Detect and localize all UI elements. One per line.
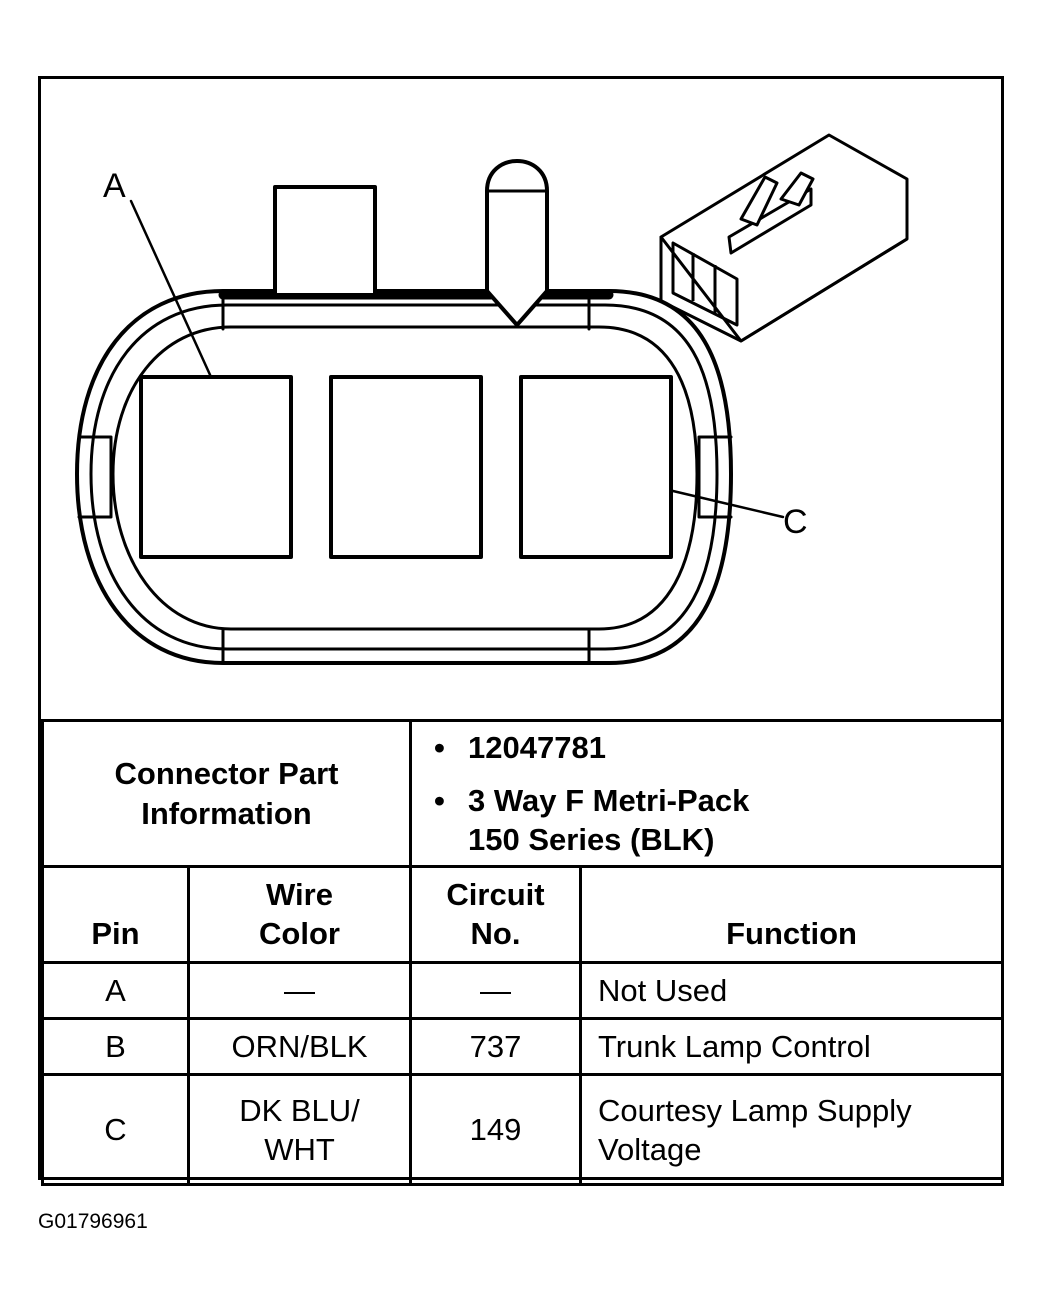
table-row: C DK BLU/ WHT 149 Courtesy Lamp Supply V… bbox=[41, 1073, 1005, 1186]
connector-cavity-wall bbox=[111, 325, 699, 631]
cell-wire-color: DK BLU/ WHT bbox=[186, 1073, 413, 1186]
cell-pin: C bbox=[41, 1073, 190, 1186]
header-function: Function bbox=[579, 865, 1005, 964]
table-row: B ORN/BLK 737 Trunk Lamp Control bbox=[41, 1017, 1005, 1076]
header-circuit-no: Circuit No. bbox=[409, 865, 583, 964]
callout-a-label: A bbox=[103, 167, 126, 205]
part-description-item: • 3 Way F Metri-Pack bbox=[434, 781, 991, 820]
cavity-c bbox=[519, 375, 673, 559]
cell-wire-color-line2: WHT bbox=[264, 1131, 335, 1167]
top-key-tab bbox=[273, 185, 377, 297]
table-header-row: Pin Wire Color Circuit No. Function bbox=[41, 865, 1005, 964]
connector-part-label-line2: Information bbox=[141, 795, 312, 831]
leader-a bbox=[129, 199, 213, 379]
cell-wire-color: ORN/BLK bbox=[186, 1017, 413, 1076]
connector-outer-shell bbox=[75, 289, 733, 665]
cell-function: Not Used bbox=[579, 961, 1005, 1020]
top-latch bbox=[485, 159, 549, 327]
connector-part-label: Connector Part Information bbox=[40, 719, 413, 868]
right-side-tab bbox=[697, 435, 733, 519]
cell-circuit: 737 bbox=[409, 1017, 583, 1076]
bullet-icon: • bbox=[434, 783, 445, 818]
cell-circuit: 149 bbox=[409, 1073, 583, 1186]
header-wire-color: Wire Color bbox=[186, 865, 413, 964]
leader-c bbox=[671, 489, 785, 519]
callout-c-label: C bbox=[783, 503, 808, 541]
figure-id: G01796961 bbox=[38, 1210, 148, 1233]
cell-function: Courtesy Lamp Supply Voltage bbox=[579, 1073, 1005, 1186]
connector-inner-shell bbox=[89, 303, 719, 651]
connector-3d-icon bbox=[659, 133, 909, 343]
part-number: 12047781 bbox=[468, 730, 606, 765]
part-number-item: • 12047781 bbox=[434, 728, 991, 767]
table-row: A — — Not Used bbox=[41, 961, 1005, 1020]
cell-circuit: — bbox=[409, 961, 583, 1020]
cell-pin: A bbox=[41, 961, 190, 1020]
cell-wire-color: — bbox=[186, 961, 413, 1020]
cavity-a bbox=[139, 375, 293, 559]
cell-function: Trunk Lamp Control bbox=[579, 1017, 1005, 1076]
connector-diagram: A C bbox=[41, 79, 1001, 719]
part-description-line1: 3 Way F Metri-Pack bbox=[468, 783, 750, 818]
cell-wire-color-line1: DK BLU/ bbox=[239, 1092, 360, 1128]
connector-part-details: • 12047781 • 3 Way F Metri-Pack 150 Seri… bbox=[409, 719, 1005, 868]
connector-pinout-table: Connector Part Information • 12047781 • … bbox=[40, 719, 1005, 1186]
cell-function-line2: Voltage bbox=[598, 1131, 702, 1167]
left-side-tab bbox=[77, 435, 113, 519]
cavity-b bbox=[329, 375, 483, 559]
cell-pin: B bbox=[41, 1017, 190, 1076]
connector-part-label-line1: Connector Part bbox=[114, 755, 339, 791]
cell-function-line1: Courtesy Lamp Supply bbox=[598, 1092, 912, 1128]
connector-face-drawing bbox=[75, 133, 909, 665]
bullet-icon: • bbox=[434, 730, 445, 765]
header-pin: Pin bbox=[41, 865, 190, 964]
connector-part-row: Connector Part Information • 12047781 • … bbox=[40, 719, 1005, 868]
part-description-line2: 150 Series (BLK) bbox=[468, 822, 715, 857]
figure-frame: A C Connector Part Information • 1204778… bbox=[38, 76, 1005, 1186]
